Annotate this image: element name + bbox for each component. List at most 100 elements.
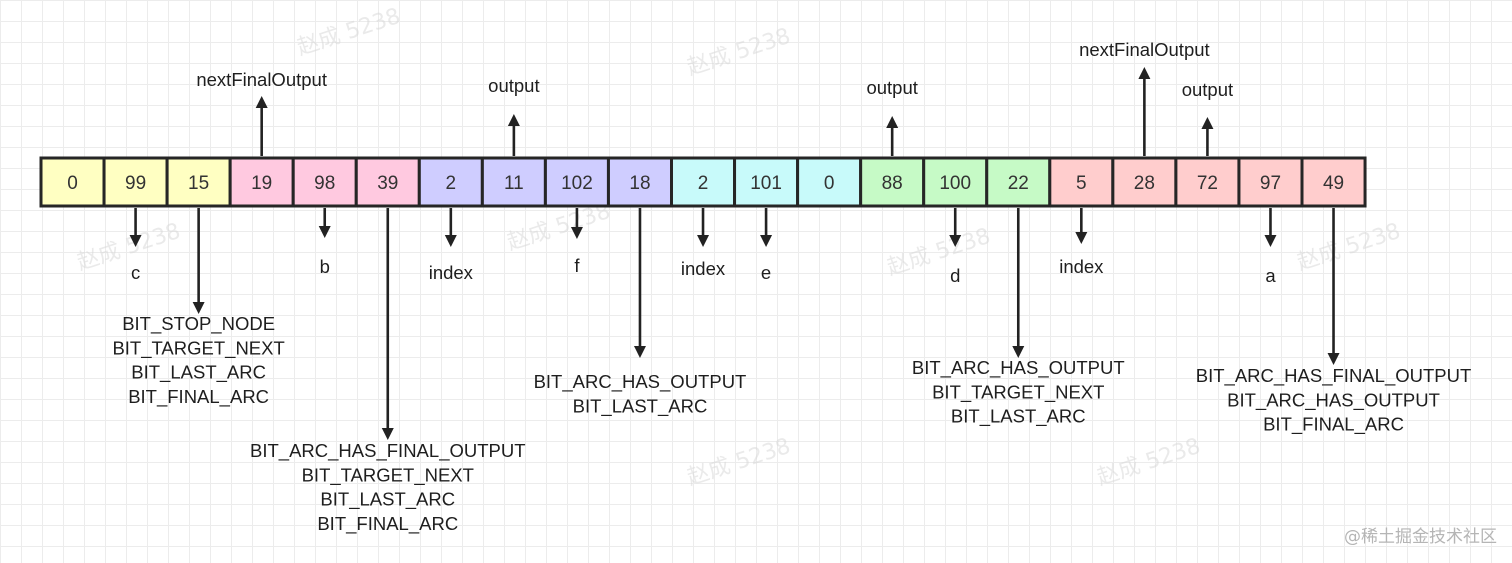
cell-box [165, 156, 232, 208]
cell-value: 100 [939, 173, 971, 194]
cell-box [733, 156, 800, 208]
cell-box [670, 156, 737, 208]
label-above: output [866, 77, 917, 98]
label-below: BIT_ARC_HAS_FINAL_OUTPUTBIT_TARGET_NEXTB… [250, 440, 526, 535]
label-line: f [574, 255, 580, 276]
arrows [129, 67, 1340, 440]
cell-box [606, 156, 674, 208]
watermark: 赵成 5238 [684, 24, 793, 81]
array-cell: 39 [354, 156, 421, 208]
label-line: BIT_LAST_ARC [320, 489, 455, 511]
array-cell: 49 [1300, 156, 1367, 208]
cell-box [1300, 156, 1367, 208]
cell-box [796, 156, 863, 208]
cell-value: 18 [629, 173, 650, 194]
label-line: d [950, 265, 960, 286]
label-line: BIT_FINAL_ARC [317, 513, 458, 535]
cell-box [543, 156, 610, 208]
watermark: 赵成 5238 [1294, 219, 1403, 276]
array-cell: 15 [165, 156, 232, 208]
watermark: 赵成 5238 [684, 434, 793, 491]
label-line: a [1265, 265, 1276, 286]
cell-value: 19 [251, 173, 272, 194]
cell-value: 2 [698, 173, 709, 194]
label-line: BIT_ARC_HAS_OUTPUT [912, 357, 1125, 379]
cell-value: 98 [314, 173, 335, 194]
label-line: BIT_ARC_HAS_FINAL_OUTPUT [250, 440, 526, 462]
cell-value: 49 [1323, 173, 1344, 194]
array-cells: 0 99 15 19 98 39 2 11 102 18 2 101 0 88 100 22 5 28 72 97 49 [39, 156, 1367, 208]
array-cell: 0 [796, 156, 863, 208]
cell-box [1048, 156, 1115, 208]
array-cell: 101 [733, 156, 800, 208]
cell-value: 0 [67, 173, 78, 194]
label-above: nextFinalOutput [1079, 39, 1210, 60]
label-above: output [488, 75, 539, 96]
label-below: a [1265, 265, 1276, 286]
label-line: index [1059, 256, 1104, 277]
label-below: f [574, 255, 580, 276]
cell-box [480, 156, 547, 208]
label-line: BIT_LAST_ARC [951, 406, 1086, 428]
watermark: 赵成 5238 [1094, 434, 1203, 491]
cell-value: 11 [504, 173, 524, 194]
array-cell: 72 [1174, 156, 1241, 208]
cell-value: 88 [882, 173, 903, 194]
cell-value: 28 [1134, 173, 1155, 194]
label-line: BIT_FINAL_ARC [1263, 414, 1404, 436]
cell-box [1111, 156, 1178, 208]
label-line: BIT_TARGET_NEXT [112, 337, 284, 359]
label-below: index [429, 262, 474, 283]
watermark: 赵成 5238 [74, 219, 183, 276]
label-below: d [950, 265, 960, 286]
label-line: BIT_ARC_HAS_OUTPUT [534, 371, 747, 393]
array-cell: 102 [543, 156, 610, 208]
label-line: c [131, 262, 140, 283]
array-cell: 0 [39, 156, 106, 208]
array-cell: 28 [1111, 156, 1178, 208]
label-line: BIT_FINAL_ARC [128, 386, 269, 408]
cell-value: 102 [561, 173, 593, 194]
cell-box [859, 156, 926, 208]
label-line: BIT_TARGET_NEXT [932, 381, 1104, 403]
cell-box [1174, 156, 1241, 208]
watermark: 赵成 5238 [294, 4, 403, 61]
cell-value: 99 [125, 173, 146, 194]
label-line: BIT_ARC_HAS_OUTPUT [1227, 389, 1440, 411]
label-line: index [429, 262, 474, 283]
cell-value: 72 [1197, 173, 1218, 194]
array-cell: 18 [606, 156, 674, 208]
array-cell: 5 [1048, 156, 1115, 208]
cell-value: 15 [188, 173, 209, 194]
array-cell: 2 [417, 156, 484, 208]
cell-value: 5 [1076, 173, 1087, 194]
cell-value: 97 [1260, 173, 1281, 194]
label-below: b [320, 256, 330, 277]
label-below: index [681, 258, 726, 279]
array-cell: 19 [228, 156, 295, 208]
array-cell: 22 [985, 156, 1052, 208]
label-line: BIT_STOP_NODE [122, 313, 275, 335]
label-below: e [761, 262, 771, 283]
cell-box [102, 156, 169, 208]
label-line: BIT_LAST_ARC [131, 362, 266, 384]
cell-box [1237, 156, 1304, 208]
label-line: index [681, 258, 726, 279]
cell-box [228, 156, 295, 208]
array-cell: 100 [922, 156, 989, 208]
cell-value: 0 [824, 173, 835, 194]
label-above: output [1182, 79, 1233, 100]
label-above: nextFinalOutput [196, 69, 327, 90]
labels: nextFinalOutput output output nextFinalOutp… [112, 39, 1471, 535]
array-cell: 88 [859, 156, 926, 208]
label-below: BIT_ARC_HAS_FINAL_OUTPUTBIT_ARC_HAS_OUTP… [1196, 365, 1472, 436]
cell-value: 101 [750, 173, 782, 194]
label-below: index [1059, 256, 1104, 277]
label-line: BIT_ARC_HAS_FINAL_OUTPUT [1196, 365, 1472, 387]
cell-value: 2 [446, 173, 457, 194]
cell-box [985, 156, 1052, 208]
